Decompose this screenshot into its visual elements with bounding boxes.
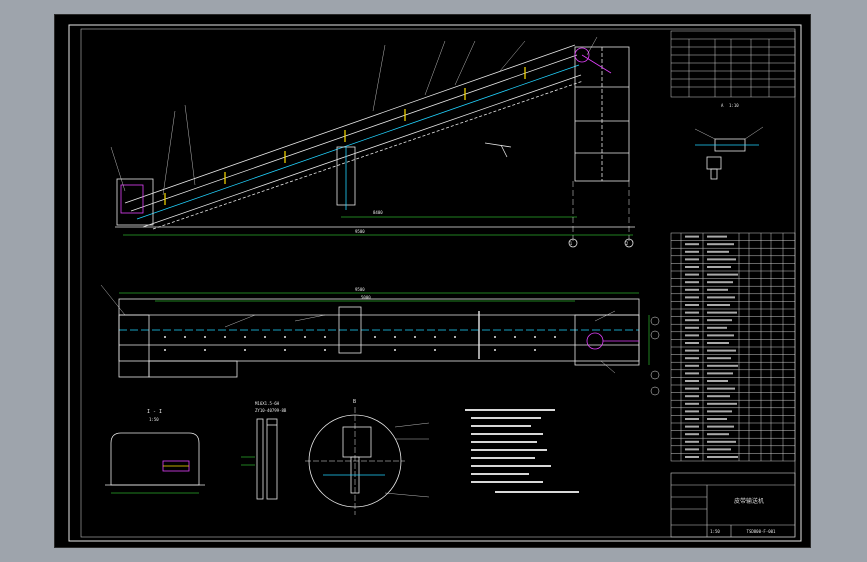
- plan-labels: 9500 5000: [355, 287, 371, 300]
- cad-drawing: 8400 9500 1 2: [68, 24, 802, 542]
- node-detail: [305, 407, 430, 515]
- dim-total-top: 9500: [355, 229, 365, 234]
- plan-view: [100, 284, 660, 396]
- dim-span: 8400: [373, 210, 383, 215]
- section-label: I - I: [147, 409, 162, 415]
- elevation-view: [110, 36, 635, 248]
- detail-a-labels: A 1:10: [721, 103, 739, 108]
- dim-total-plan: 9500: [355, 287, 365, 292]
- drawing-sheet: 8400 9500 1 2: [54, 14, 811, 548]
- title-block: [670, 472, 796, 538]
- section-view: [105, 432, 205, 494]
- node-label: B: [353, 399, 356, 405]
- section-scale: 1:50: [149, 417, 159, 422]
- drawing-title: 皮带输送机: [734, 497, 764, 505]
- grid-axis-2: 2: [626, 241, 629, 246]
- dim-plan-mid: 5000: [361, 295, 371, 300]
- detail-a-label: A: [721, 103, 724, 108]
- inner-border: [68, 24, 802, 542]
- drawing-scale: 1:50: [710, 529, 720, 534]
- elevation-labels: 8400 9500 1 2: [355, 210, 629, 246]
- bolt-detail: [241, 418, 278, 500]
- drawing-number: TSD800-F-001: [747, 529, 776, 534]
- detail-a: [694, 126, 764, 180]
- bolt-labels: M16X1.5-6H ZY10-40799-8B: [255, 401, 287, 413]
- tech-notes: [465, 409, 579, 493]
- bolt-spec-2: ZY10-40799-8B: [255, 408, 287, 413]
- section-labels: I - I 1:50: [147, 409, 162, 422]
- title-block-text: 皮带输送机 TSD800-F-001 1:50: [710, 497, 776, 534]
- parts-table-top: [670, 30, 796, 98]
- grid-axis-1: 1: [570, 241, 573, 246]
- bill-of-materials: [670, 232, 796, 462]
- bolt-spec-1: M16X1.5-6H: [255, 401, 280, 406]
- detail-a-scale: 1:10: [729, 103, 739, 108]
